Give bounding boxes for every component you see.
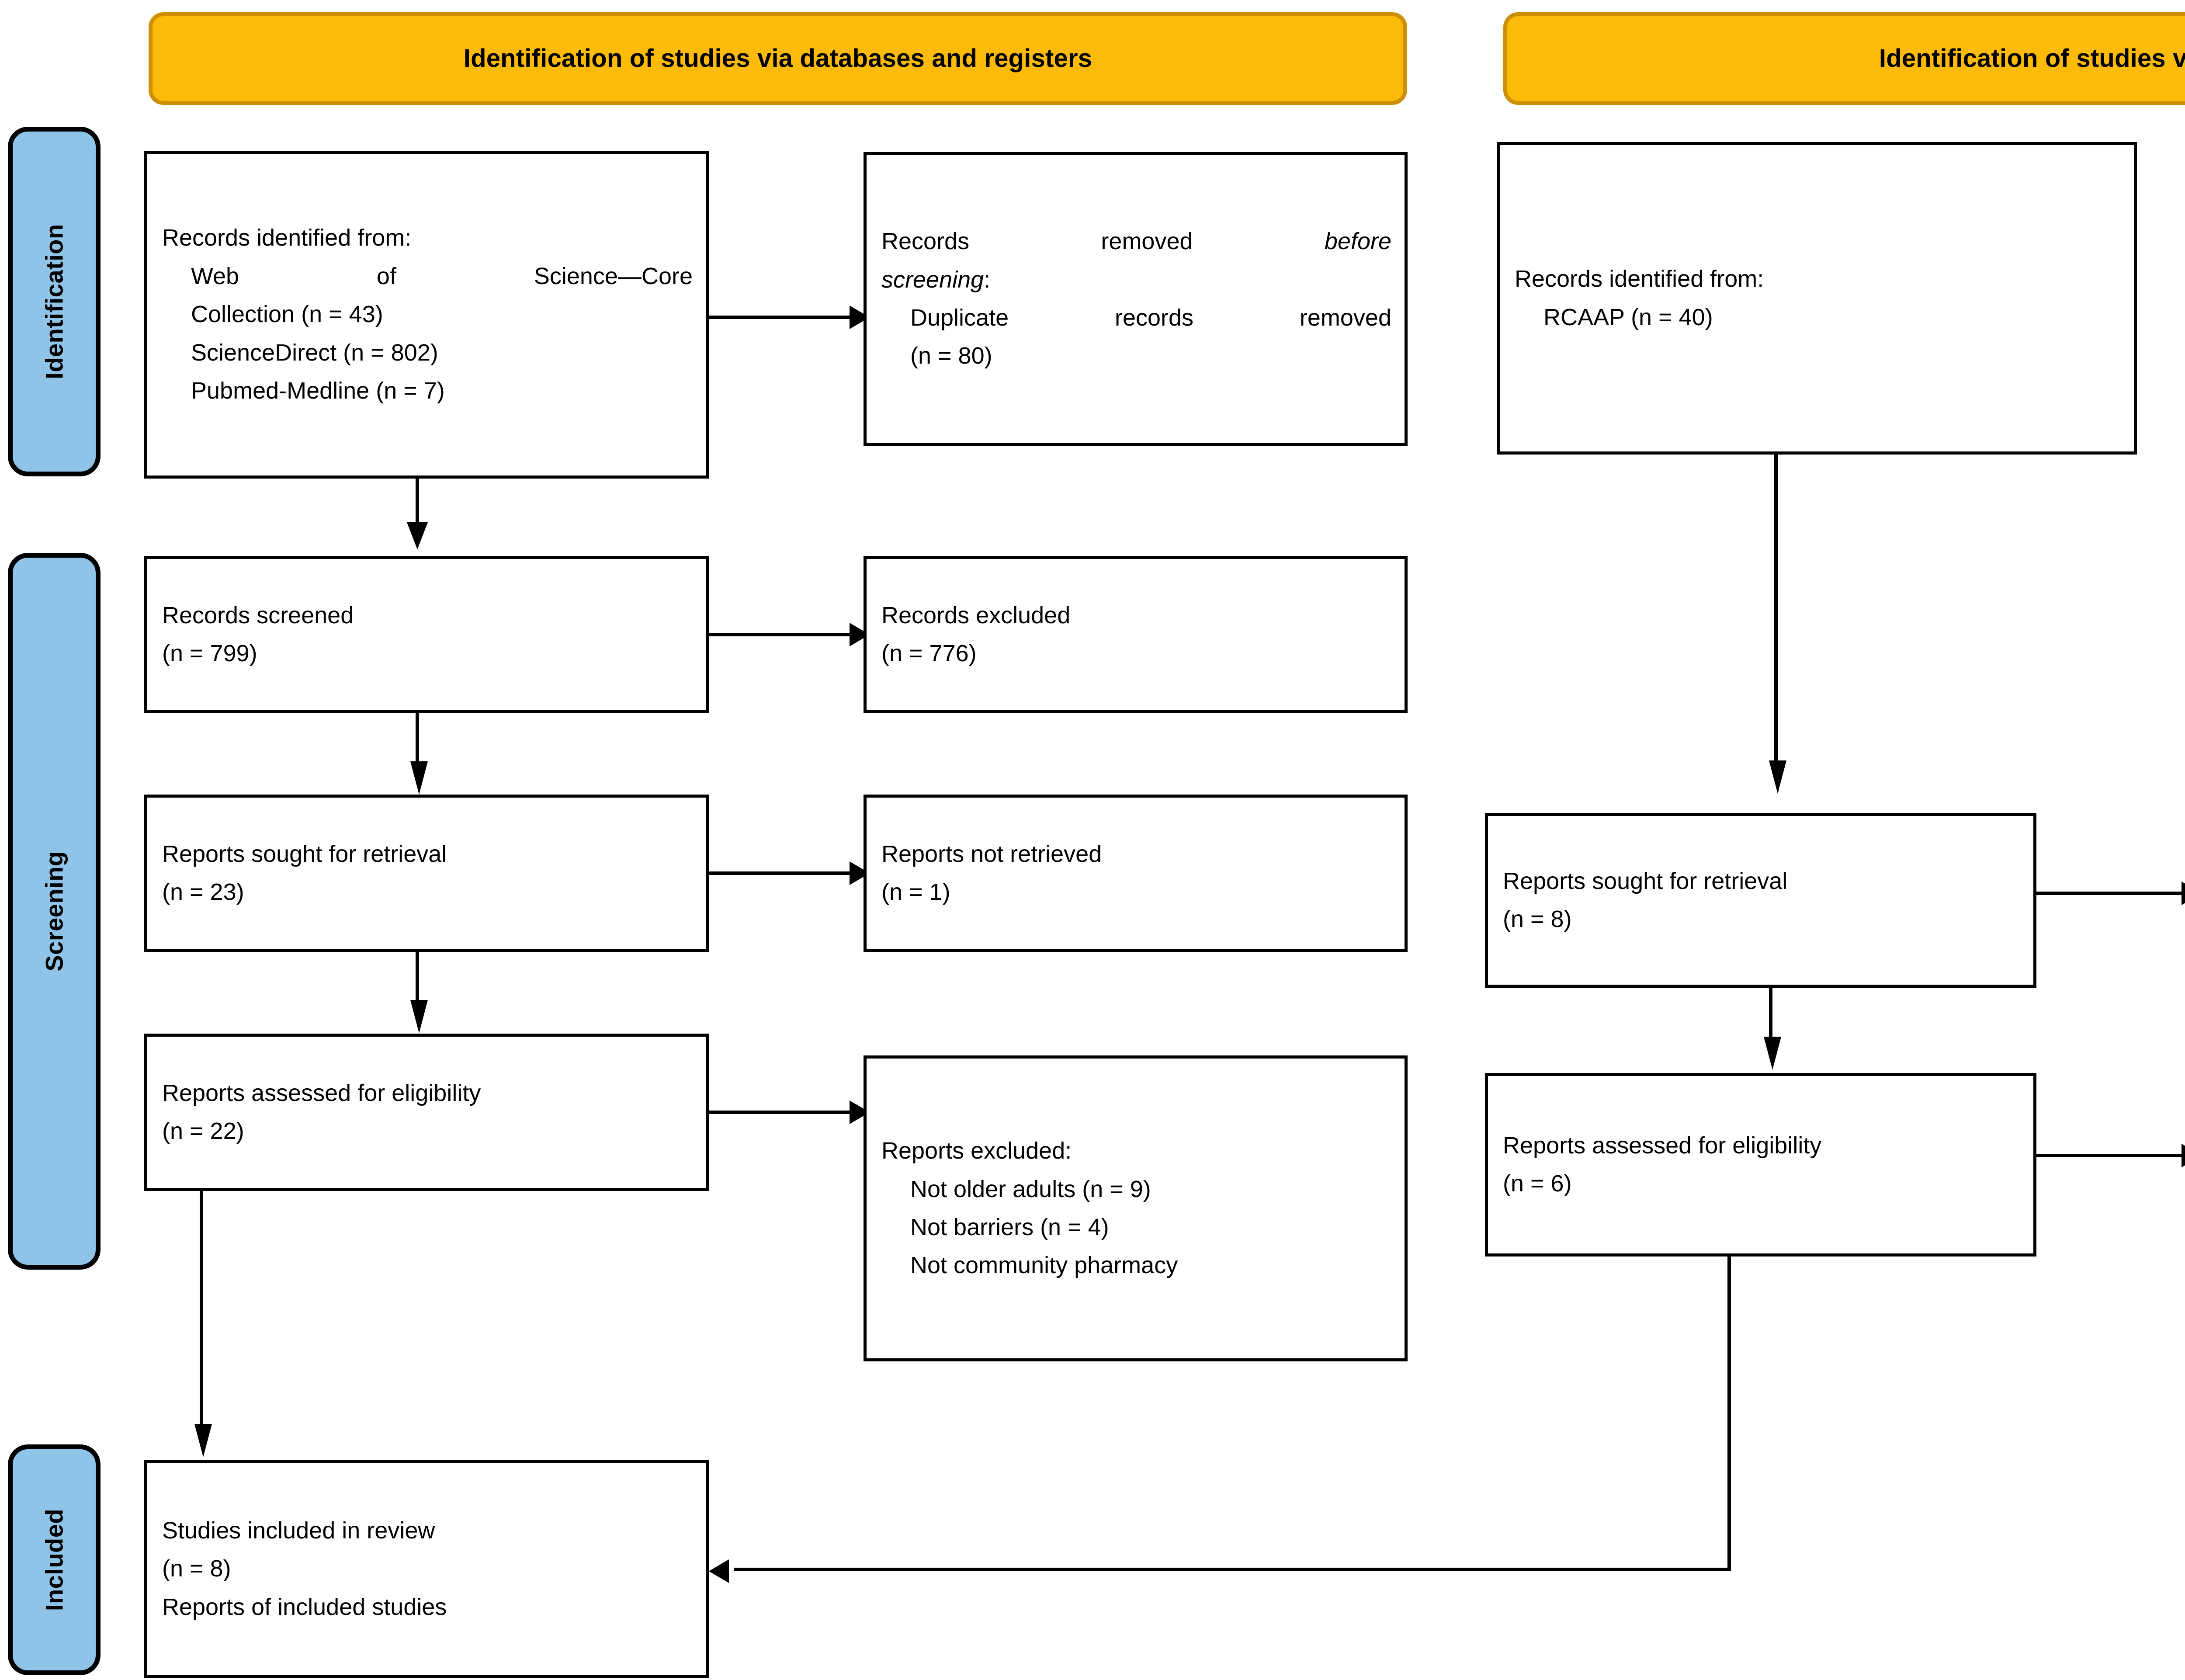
box-reports-not-retrieved-databases: Reports not retrieved (n = 1): [864, 795, 1408, 952]
phase-tab-identification-label: Identification: [40, 224, 68, 379]
records-identified-db-line4: Pubmed-Medline (n = 7): [191, 378, 445, 404]
arrowhead-other-identified-to-sought: [1769, 760, 1786, 794]
box-reports-assessed-databases: Reports assessed for eligibility (n = 22…: [144, 1034, 709, 1191]
records-identified-db-line2b: Collection (n = 43): [191, 301, 383, 328]
box-studies-included: Studies included in review (n = 8) Repor…: [144, 1460, 709, 1678]
arrowhead-assessed-db-to-included: [194, 1424, 212, 1457]
reports-not-retrieved-db-line2: (n = 1): [881, 879, 950, 905]
reports-sought-other-line2: (n = 8): [1503, 906, 1572, 932]
reports-assessed-db-line1: Reports assessed for eligibility: [162, 1080, 481, 1106]
box-reports-sought-other: Reports sought for retrieval (n = 8): [1485, 813, 2036, 988]
records-removed-line1: Records removed before: [881, 228, 1391, 255]
phase-tab-identification: Identification: [8, 127, 101, 476]
studies-included-line3: Reports of included studies: [162, 1593, 447, 1620]
connector-screened-to-excluded: [709, 633, 853, 636]
reports-excluded-db-line3: Not barriers (n = 4): [910, 1214, 1109, 1240]
records-screened-line1: Records screened: [162, 602, 354, 628]
records-screened-line2: (n = 799): [162, 640, 257, 666]
reports-assessed-other-line2: (n = 6): [1503, 1170, 1572, 1197]
connector-sought-other-to-assessed: [1769, 988, 1772, 1049]
arrowhead-sought-other-to-assessed: [1764, 1037, 1781, 1070]
phase-tab-screening: Screening: [8, 553, 101, 1270]
records-identified-other-line1: Records identified from:: [1515, 266, 1764, 292]
records-excluded-line2: (n = 776): [881, 640, 977, 666]
connector-identified-to-removed: [709, 316, 853, 319]
arrowhead-sought-other-to-not-retrieved: [2182, 882, 2185, 905]
arrowhead-assessed-other-to-excluded: [2182, 1144, 2185, 1167]
records-removed-line4: (n = 80): [910, 343, 992, 369]
banner-other-methods-label: Identification of studies via other meth…: [1879, 44, 2185, 73]
studies-included-line2: (n = 8): [162, 1555, 231, 1582]
connector-sought-db-to-not-retrieved: [709, 871, 853, 875]
connector-assessed-db-to-included: [200, 1191, 203, 1434]
records-identified-db-line1: Records identified from:: [162, 225, 412, 251]
arrowhead-identified-to-screened: [407, 522, 428, 549]
box-records-identified-databases: Records identified from: Web of Science—…: [144, 151, 709, 479]
reports-excluded-db-line1: Reports excluded:: [881, 1138, 1072, 1164]
reports-sought-db-line1: Reports sought for retrieval: [162, 840, 447, 867]
connector-sought-db-to-assessed: [416, 952, 419, 1011]
records-removed-line2: screening:: [881, 266, 991, 293]
reports-sought-other-line1: Reports sought for retrieval: [1503, 868, 1788, 894]
records-excluded-line1: Records excluded: [881, 602, 1071, 628]
box-records-screened: Records screened (n = 799): [144, 556, 709, 713]
phase-tab-included-label: Included: [40, 1508, 68, 1611]
phase-tab-included: Included: [8, 1444, 101, 1675]
arrowhead-other-to-included: [709, 1559, 729, 1583]
reports-excluded-db-line4: Not community pharmacy: [910, 1252, 1178, 1279]
arrowhead-screened-to-sought: [410, 761, 428, 795]
records-identified-other-line2: RCAAP (n = 40): [1543, 304, 1713, 330]
phase-tab-screening-label: Screening: [40, 851, 68, 972]
connector-assessed-db-to-excluded: [709, 1111, 853, 1114]
studies-included-line1: Studies included in review: [162, 1517, 435, 1544]
connector-sought-other-to-not-retrieved: [2036, 892, 2185, 895]
reports-assessed-other-line1: Reports assessed for eligibility: [1503, 1132, 1822, 1159]
connector-other-to-included-vertical: [1727, 1257, 1731, 1571]
box-records-identified-other: Records identified from: RCAAP (n = 40): [1497, 142, 2137, 455]
records-identified-db-line2a: Web of Science—Core: [191, 263, 693, 289]
banner-databases-registers: Identification of studies via databases …: [149, 12, 1407, 105]
arrowhead-sought-db-to-assessed: [410, 1000, 428, 1033]
box-reports-assessed-other: Reports assessed for eligibility (n = 6): [1485, 1073, 2036, 1257]
connector-identified-to-screened: [416, 479, 419, 533]
connector-assessed-other-to-excluded: [2036, 1154, 2185, 1157]
connector-other-identified-to-sought: [1774, 455, 1778, 769]
records-identified-db-line3: ScienceDirect (n = 802): [191, 339, 438, 366]
connector-screened-to-sought: [416, 713, 419, 772]
reports-assessed-db-line2: (n = 22): [162, 1118, 244, 1144]
box-records-excluded: Records excluded (n = 776): [864, 556, 1408, 713]
box-records-removed-before-screening: Records removed before screening: Duplic…: [864, 152, 1408, 446]
box-reports-sought-databases: Reports sought for retrieval (n = 23): [144, 795, 709, 952]
connector-other-to-included-horizontal: [734, 1568, 1731, 1571]
reports-not-retrieved-db-line1: Reports not retrieved: [881, 840, 1102, 867]
banner-other-methods: Identification of studies via other meth…: [1503, 12, 2185, 105]
reports-sought-db-line2: (n = 23): [162, 879, 244, 905]
records-removed-line3: Duplicate records removed: [910, 305, 1391, 331]
banner-databases-registers-label: Identification of studies via databases …: [463, 44, 1092, 73]
box-reports-excluded-databases: Reports excluded: Not older adults (n = …: [864, 1055, 1408, 1361]
reports-excluded-db-line2: Not older adults (n = 9): [910, 1176, 1151, 1202]
